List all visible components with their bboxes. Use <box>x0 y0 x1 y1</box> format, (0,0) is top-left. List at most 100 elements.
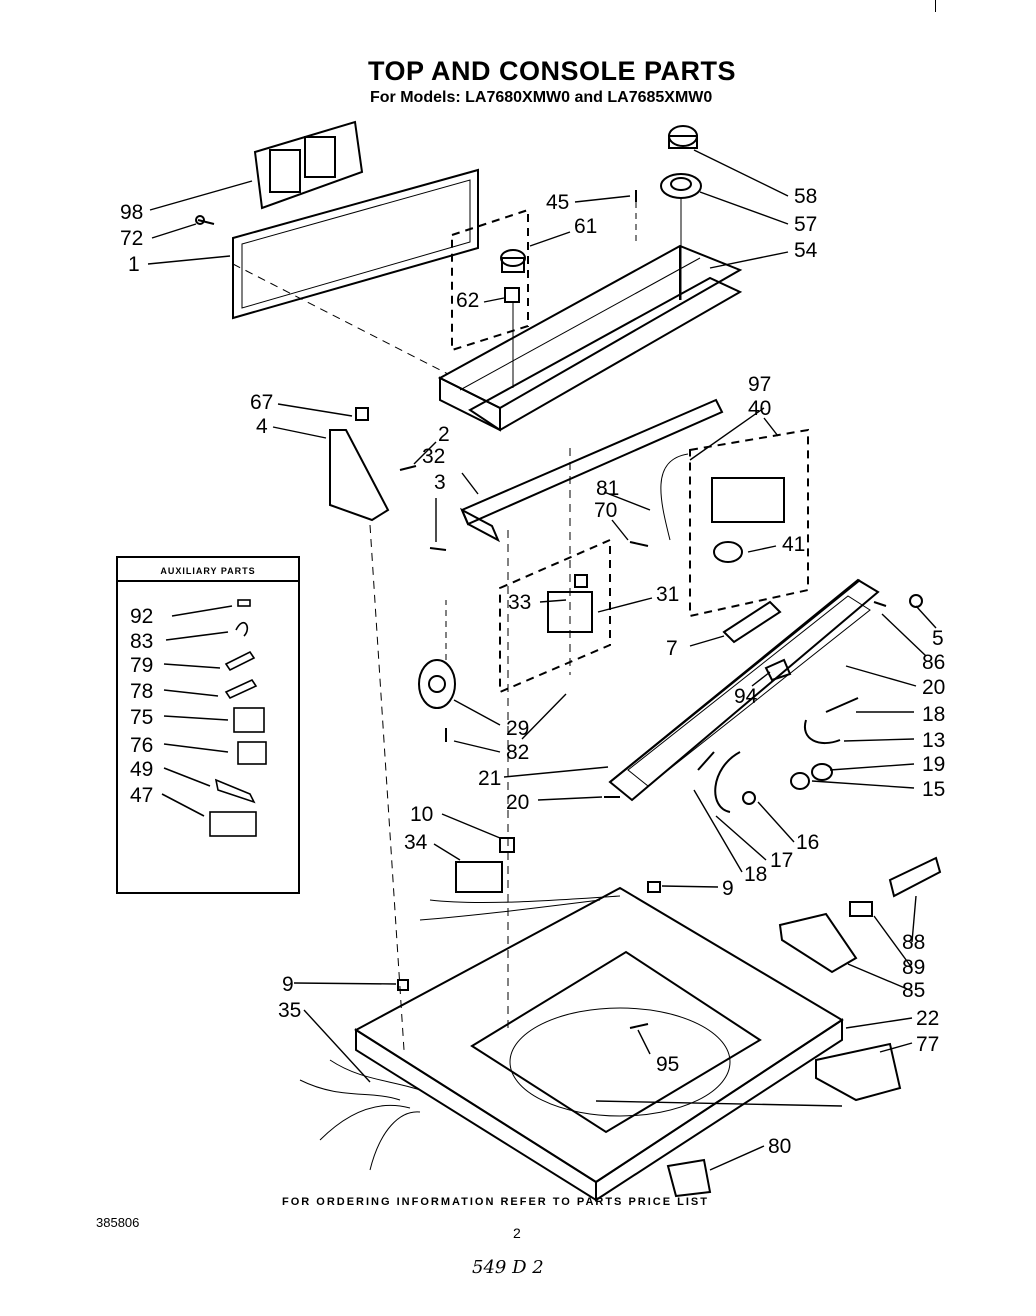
page-title: TOP AND CONSOLE PARTS <box>368 56 737 86</box>
part-label-77: 77 <box>916 1033 940 1056</box>
part-label-1: 1 <box>128 253 140 276</box>
part-7-lid-handle <box>722 600 782 644</box>
aux-label-83: 83 <box>130 630 154 653</box>
part-label-45: 45 <box>546 191 570 214</box>
part-label-67: 67 <box>250 391 274 414</box>
part-label-17: 17 <box>770 849 794 872</box>
part-72-screw <box>195 215 215 225</box>
handwritten-note: 549 D 2 <box>472 1257 544 1278</box>
part-label-72: 72 <box>120 227 144 250</box>
part-label-97: 97 <box>748 373 772 396</box>
part-80-foot <box>666 1158 712 1198</box>
part-34-terminal-block <box>455 861 503 893</box>
part-81-wire <box>660 453 689 541</box>
page-subtitle: For Models: LA7680XMW0 and LA7685XMW0 <box>370 89 713 106</box>
part-label-62: 62 <box>456 289 480 312</box>
part-3-screw <box>429 547 447 551</box>
part-98-control-panel-back <box>253 120 364 210</box>
part-31-switch <box>547 591 593 633</box>
part-61-knob-group-box <box>451 208 529 352</box>
part-85-bracket <box>778 912 858 974</box>
leader-lines <box>147 149 937 1171</box>
part-label-70: 70 <box>594 499 618 522</box>
part-29-pressure-switch <box>418 659 456 709</box>
corner-tick-mark <box>935 0 936 12</box>
part-label-86: 86 <box>922 651 946 674</box>
part-label-32: 32 <box>422 445 446 468</box>
part-16-nut <box>742 791 756 805</box>
part-label-85: 85 <box>902 979 926 1002</box>
part-label-58: 58 <box>794 185 818 208</box>
part-62-knob-insert <box>504 287 520 303</box>
part-54-console <box>437 244 743 432</box>
part-58-timer-knob <box>668 125 698 149</box>
part-label-13: 13 <box>922 729 946 752</box>
aux-label-49: 49 <box>130 758 154 781</box>
part-17-rod <box>714 751 741 813</box>
part-86-screw <box>873 601 887 607</box>
part-label-98: 98 <box>120 201 144 224</box>
part-70-screw <box>629 541 649 547</box>
part-13-rod <box>803 719 841 745</box>
part-18-hinge <box>825 697 859 713</box>
part-35-wire-harness <box>299 1059 421 1171</box>
part-label-41: 41 <box>782 533 806 556</box>
part-label-21: 21 <box>478 767 502 790</box>
part-label-15: 15 <box>922 778 946 801</box>
auxiliary-parts-title: AUXILIARY PARTS <box>118 562 298 582</box>
part-34-wires <box>419 895 621 921</box>
part-label-61: 61 <box>574 215 598 238</box>
part-9-clip-lower <box>397 979 409 991</box>
part-22-washer-top <box>354 886 844 1202</box>
part-5-bumper <box>909 594 923 608</box>
part-label-29: 29 <box>506 717 530 740</box>
part-label-3: 3 <box>434 471 446 494</box>
part-label-95: 95 <box>656 1053 680 1076</box>
part-77-foot <box>815 1042 902 1102</box>
part-label-89: 89 <box>902 956 926 979</box>
part-67-clip <box>355 407 369 421</box>
part-label-7: 7 <box>666 637 678 660</box>
part-label-20-upper: 20 <box>922 676 946 699</box>
part-label-18-upper: 18 <box>922 703 946 726</box>
part-label-35: 35 <box>278 999 302 1022</box>
part-label-20-lower: 20 <box>506 791 530 814</box>
part-89-switch <box>849 901 873 917</box>
part-label-57: 57 <box>794 213 818 236</box>
ordering-note: FOR ORDERING INFORMATION REFER TO PARTS … <box>282 1196 709 1208</box>
part-label-4: 4 <box>256 415 268 438</box>
part-33-switch-part <box>574 574 588 588</box>
part-label-33: 33 <box>508 591 532 614</box>
aux-label-79: 79 <box>130 654 154 677</box>
part-label-88: 88 <box>902 931 926 954</box>
part-1-panel-frame <box>232 168 479 320</box>
part-40-switch-group-box <box>689 428 809 618</box>
part-32-console-bracket <box>459 398 724 543</box>
part-61-knob <box>500 249 526 273</box>
part-label-19: 19 <box>922 753 946 776</box>
part-10-clip <box>499 837 515 853</box>
part-label-2: 2 <box>438 423 450 446</box>
part-4-end-cap <box>329 429 390 522</box>
aux-label-92: 92 <box>130 605 154 628</box>
aux-label-78: 78 <box>130 680 154 703</box>
aux-label-47: 47 <box>130 784 154 807</box>
aux-label-76: 76 <box>130 734 154 757</box>
part-21-lid <box>608 578 880 802</box>
document-number: 385806 <box>96 1215 140 1230</box>
aux-label-75: 75 <box>130 706 154 729</box>
part-label-9-lower: 9 <box>282 973 294 996</box>
part-label-16: 16 <box>796 831 820 854</box>
part-9-clip-upper <box>647 881 661 893</box>
part-label-10: 10 <box>410 803 434 826</box>
part-31-switch-group-box <box>499 538 611 694</box>
part-label-40: 40 <box>748 397 772 420</box>
part-41-motor <box>713 541 743 563</box>
page-number: 2 <box>513 1225 521 1241</box>
part-label-82: 82 <box>506 741 530 764</box>
part-19-bushing <box>811 763 833 781</box>
part-label-31: 31 <box>656 583 680 606</box>
part-label-18-lower: 18 <box>744 863 768 886</box>
part-2-screw <box>399 465 417 471</box>
